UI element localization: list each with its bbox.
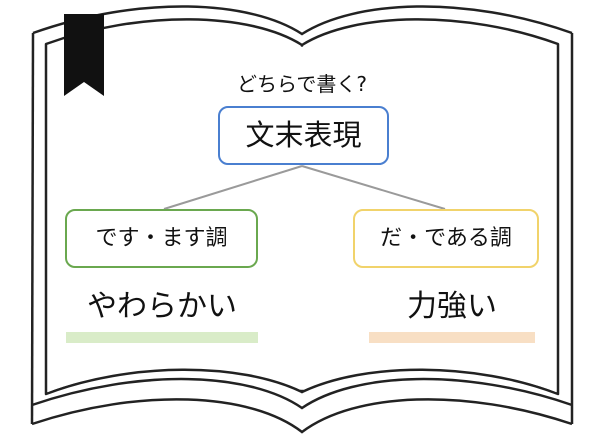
root-node-label: 文末表現	[245, 118, 362, 152]
book-outer-edge	[32, 5, 573, 36]
branch-description-strong: 力強い	[407, 289, 497, 324]
book-bottom-edge-1	[31, 377, 573, 410]
connector-right	[301, 165, 446, 210]
book-page-area	[48, 21, 556, 392]
root-node: 文末表現	[218, 106, 389, 165]
branch-node-label: です・ます調	[95, 225, 228, 251]
connector-left	[163, 165, 303, 210]
underline-right	[369, 332, 535, 343]
book-bottom-edge-2	[31, 398, 573, 434]
question-text: どちらで書く?	[236, 72, 367, 96]
branch-node-desu-masu: です・ます調	[65, 209, 258, 268]
branch-node-label: だ・である調	[380, 225, 512, 251]
branch-node-da-dearu: だ・である調	[353, 209, 539, 268]
book-left-cover	[30, 32, 35, 425]
underline-left	[66, 332, 258, 343]
branch-description-soft: やわらかい	[87, 289, 237, 324]
bookmark-ribbon-icon	[64, 14, 104, 96]
